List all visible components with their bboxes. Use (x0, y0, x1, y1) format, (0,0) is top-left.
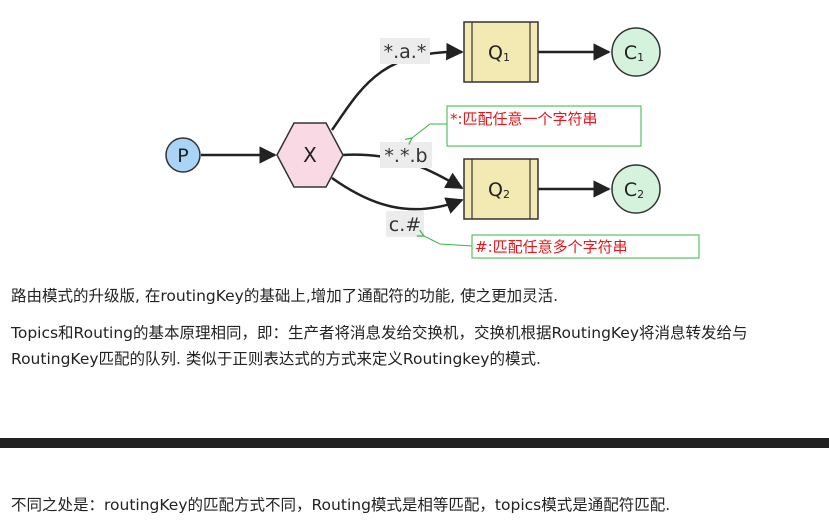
route2-label: *.*.b (384, 145, 427, 167)
queue2-label: Q2 (488, 179, 510, 201)
consumer1-label: C1 (624, 42, 644, 64)
topic-exchange-diagram: *.a.* *.*.b c.# P X Q1 Q2 C1 C2 *:匹配任意一个… (165, 21, 700, 259)
hash-annotation-box (471, 234, 700, 259)
producer-node (165, 137, 201, 173)
exchange-node (276, 122, 344, 188)
edge-x-q1 (330, 42, 464, 131)
star-annotation-pointer (412, 123, 447, 138)
intro-paragraph: 路由模式的升级版, 在routingKey的基础上,增加了通配符的功能, 使之更… (11, 287, 559, 305)
principle-paragraph: Topics和Routing的基本原理相同，即：生产者将消息发给交换机，交换机根… (11, 324, 748, 368)
exchange-label: X (303, 143, 317, 167)
difference-paragraph: 不同之处是：routingKey的匹配方式不同，Routing模式是相等匹配，t… (11, 496, 671, 514)
hash-annotation-pointer (424, 236, 473, 247)
star-annotation-text: *:匹配任意一个字符串 (450, 110, 598, 128)
consumer2-label: C2 (624, 179, 644, 201)
hash-annotation-text: #:匹配任意多个字符串 (475, 238, 628, 256)
route2-label-bg (380, 142, 432, 168)
edge-x-q2-hash (331, 176, 464, 214)
section-divider (0, 438, 829, 448)
consumer2-node (611, 164, 661, 214)
queue2-node (463, 158, 539, 220)
producer-label: P (177, 145, 188, 167)
route3-label: c.# (389, 214, 421, 236)
route1-label-bg (380, 38, 430, 64)
star-annotation-box (446, 105, 642, 147)
consumer1-node (611, 27, 661, 77)
queue1-node (463, 21, 539, 83)
queue1-label: Q1 (488, 42, 510, 64)
route1-label: *.a.* (384, 41, 427, 63)
